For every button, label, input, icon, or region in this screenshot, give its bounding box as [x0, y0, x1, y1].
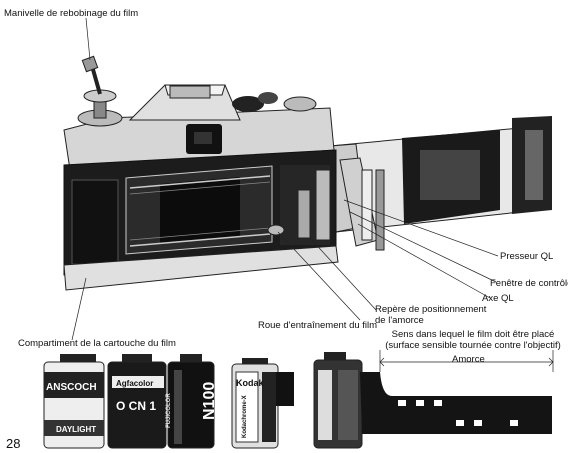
film-cartridges: [43, 352, 552, 449]
cartridge-4-subtext: Kodachrome-X: [242, 395, 248, 438]
label-pressure-plate: Presseur QL: [500, 251, 554, 262]
label-cartridge-compartment: Compartiment de la cartouche du film: [18, 338, 176, 349]
label-rewind-crank: Manivelle de rebobinage du film: [4, 8, 139, 19]
label-film-direction: Sens dans lequel le film doit être placé…: [385, 329, 561, 351]
cartridge-4-text: Kodak: [236, 378, 265, 388]
cartridge-2-subtext: Agfacolor: [116, 379, 153, 388]
label-control-window: Fenêtre de contrôle: [490, 278, 568, 289]
label-ql-axis: Axe QL: [482, 293, 514, 304]
label-drive-sprocket: Roue d'entraînement du film: [258, 320, 378, 331]
cartridge-2-text: O CN 1: [116, 399, 156, 413]
cartridge-1-text: ANSCOCH: [46, 382, 97, 393]
cartridge-1-subtext: DAYLIGHT: [56, 425, 96, 434]
cartridge-3-text: N100: [201, 382, 218, 420]
label-leader: Amorce: [452, 354, 485, 365]
label-leader-mark: Repère de positionnement de l'amorce: [375, 304, 487, 326]
page-number: 28: [6, 436, 21, 451]
camera-body: [63, 55, 385, 291]
cartridge-3-subtext: FUJICOLOR: [166, 393, 172, 428]
leader-lines: [71, 17, 554, 372]
